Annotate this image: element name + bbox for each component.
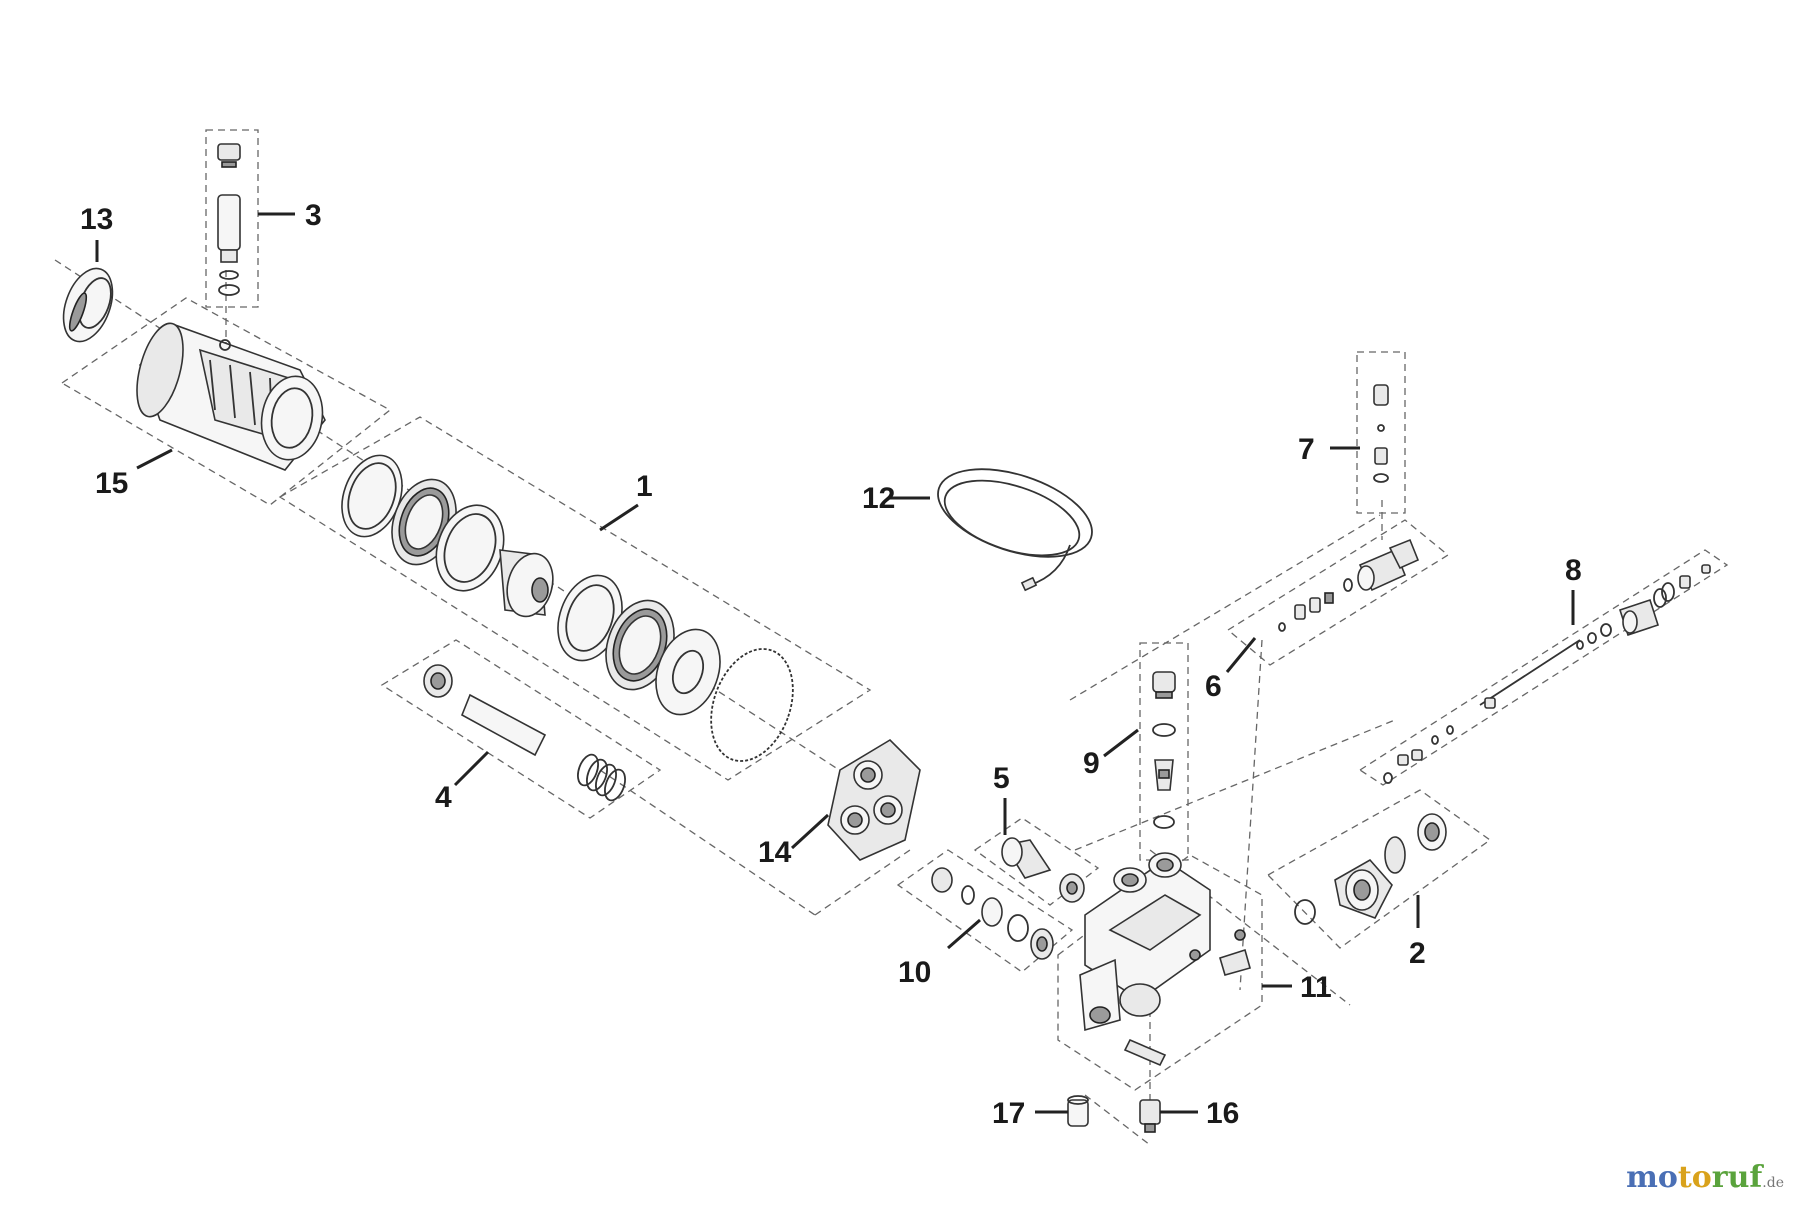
part-3-fitting-assembly: [205, 129, 259, 308]
part-13-oil-seal: [62, 267, 114, 343]
callout-9: 9: [1083, 747, 1100, 780]
watermark-tld: .de: [1762, 1175, 1784, 1191]
part-6-outlet-fitting: [1226, 519, 1450, 666]
callout-3: 3: [305, 199, 322, 232]
part-12-hose: [937, 468, 1093, 592]
part-9-unloader-kit: [1139, 642, 1189, 861]
part-10-valve-kit: [896, 849, 1074, 973]
part-4-plunger-assembly: [380, 639, 662, 819]
callout-16: 16: [1206, 1097, 1239, 1130]
part-5-check-valve: [973, 817, 1100, 906]
part-15-crankcase: [60, 297, 392, 506]
part-17-cap: [1067, 1095, 1089, 1127]
callout-4: 4: [435, 781, 452, 814]
watermark-logo: motoruf.de: [1626, 1160, 1784, 1195]
callout-13: 13: [80, 203, 113, 236]
callout-7: 7: [1298, 433, 1315, 466]
callout-6: 6: [1205, 670, 1222, 703]
callout-17: 17: [992, 1097, 1025, 1130]
callout-numbers: 13 3 15 1 12 4 14 5 9 7 6 8 2 11 10 17 1…: [80, 199, 1582, 1130]
callout-15: 15: [95, 467, 128, 500]
callout-5: 5: [993, 762, 1010, 795]
part-1-swashplate-assembly: [278, 416, 872, 781]
callout-leaders: [95, 212, 1575, 1114]
spring-icon: [577, 753, 626, 802]
part-8-valve-assembly: [1358, 549, 1729, 786]
part-2-inlet-fitting: [1266, 789, 1492, 949]
part-11-pump-head: [1057, 852, 1263, 1091]
callout-2: 2: [1409, 937, 1426, 970]
callout-10: 10: [898, 956, 931, 989]
part-14-valve-plate: [827, 738, 921, 861]
watermark-part-3: ruf: [1711, 1160, 1763, 1195]
callout-11: 11: [1300, 971, 1332, 1004]
part-16-fitting: [1139, 1099, 1161, 1133]
watermark-part-1: mo: [1626, 1160, 1678, 1195]
callout-8: 8: [1565, 554, 1582, 587]
callout-14: 14: [758, 836, 792, 869]
callout-1: 1: [636, 470, 653, 503]
watermark-part-2: to: [1677, 1160, 1712, 1195]
part-7-nipple-kit: [1356, 351, 1406, 514]
callout-12: 12: [862, 482, 895, 515]
